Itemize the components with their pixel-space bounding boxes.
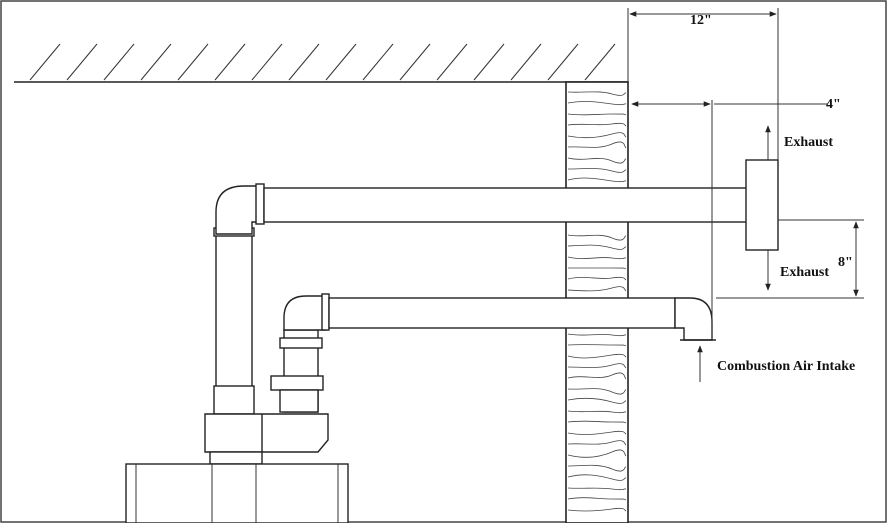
wood-grain-line xyxy=(567,487,627,491)
exhaust-elbow-coupling xyxy=(255,183,265,225)
wood-grain-line xyxy=(567,344,627,347)
dimension-12in: 12" xyxy=(627,8,779,160)
appliance xyxy=(125,385,349,523)
exhaust-pipe xyxy=(213,159,779,411)
intake-adapter-base xyxy=(279,389,319,413)
hatch-line xyxy=(584,43,616,81)
appliance-collar xyxy=(213,385,255,415)
intake-riser-coupling xyxy=(279,337,323,349)
flow-arrows xyxy=(697,125,771,382)
appliance-top xyxy=(204,413,329,453)
dimension-8in: 8" xyxy=(716,219,864,299)
hatch-line xyxy=(547,43,579,81)
exhaust-elbow xyxy=(215,185,261,235)
wood-grain-line xyxy=(567,177,627,183)
ceiling-hatching xyxy=(29,43,616,81)
hatch-line xyxy=(362,43,394,81)
intake-elbow-coupling xyxy=(321,293,330,331)
wood-grain-line xyxy=(567,256,627,260)
wood-grain-line xyxy=(567,372,627,380)
hatch-line xyxy=(66,43,98,81)
dimension-4in-label: 4" xyxy=(826,97,841,112)
wood-grain-line xyxy=(567,101,627,106)
intake-label: Combustion Air Intake xyxy=(717,359,855,374)
wood-grain-line xyxy=(567,464,627,472)
exhaust-lower-label: Exhaust xyxy=(780,265,829,280)
wood-grain-line xyxy=(567,157,627,164)
hatch-line xyxy=(399,43,431,81)
wood-grain-line xyxy=(567,141,627,149)
intake-adapter xyxy=(270,375,324,391)
ceiling xyxy=(14,43,628,83)
hatch-line xyxy=(436,43,468,81)
appliance-body-neck xyxy=(209,451,263,465)
wood-grain xyxy=(567,91,627,512)
wood-grain-line xyxy=(567,388,627,395)
wood-grain-line xyxy=(567,474,627,481)
dimension-8in-label: 8" xyxy=(838,255,853,270)
dimension-12in-label: 12" xyxy=(690,13,712,28)
intake-elbow xyxy=(283,295,327,331)
exhaust-termination-tee xyxy=(745,159,779,251)
exhaust-riser xyxy=(215,233,253,411)
wood-grain-line xyxy=(567,286,627,292)
hatch-line xyxy=(473,43,505,81)
wood-grain-line xyxy=(567,449,627,458)
hatch-line xyxy=(214,43,246,81)
wood-grain-line xyxy=(567,420,627,424)
hatch-line xyxy=(177,43,209,81)
hatch-line xyxy=(29,43,61,81)
wood-grain-line xyxy=(567,507,627,512)
wood-grain-line xyxy=(567,497,627,501)
wood-grain-line xyxy=(567,244,627,250)
intake-pipe xyxy=(270,293,716,413)
hatch-line xyxy=(251,43,283,81)
hatch-line xyxy=(510,43,542,81)
appliance-body xyxy=(125,463,349,523)
wood-grain-line xyxy=(567,113,627,116)
wood-grain-line xyxy=(567,234,627,241)
hatch-line xyxy=(325,43,357,81)
wood-grain-line xyxy=(567,168,627,173)
hatch-line xyxy=(140,43,172,81)
exhaust-upper-label: Exhaust xyxy=(784,135,833,150)
hatch-line xyxy=(103,43,135,81)
exhaust-horizontal-run xyxy=(263,187,751,223)
wood-grain-line xyxy=(567,440,627,446)
wood-grain-line xyxy=(567,91,627,96)
intake-horizontal-run xyxy=(328,297,676,329)
wood-grain-line xyxy=(567,276,627,281)
hatch-line xyxy=(288,43,320,81)
wood-grain-line xyxy=(567,430,627,435)
wood-grain-line xyxy=(567,410,627,414)
wood-grain-line xyxy=(567,122,627,127)
dimension-4in: 4" xyxy=(631,97,841,340)
wood-grain-line xyxy=(567,353,627,359)
wood-grain-line xyxy=(567,397,627,404)
wood-grain-line xyxy=(567,363,627,369)
wood-grain-line xyxy=(567,333,627,337)
wood-grain-line xyxy=(568,267,627,270)
wood-grain-line xyxy=(567,132,627,139)
intake-terminal-elbow xyxy=(674,297,713,341)
